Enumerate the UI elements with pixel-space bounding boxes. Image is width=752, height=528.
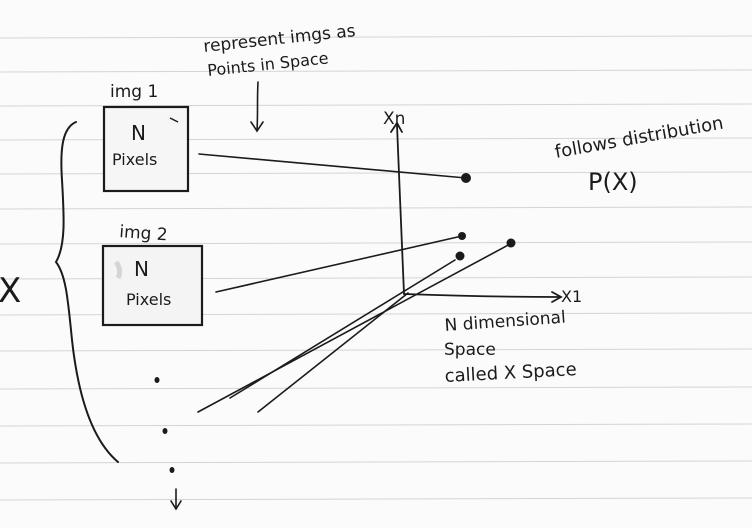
distribution-text: follows distribution (553, 113, 725, 163)
curly-brace (54, 121, 119, 463)
vertical-axis (390, 121, 405, 295)
image-1-n: N (131, 121, 146, 145)
point-img2 (458, 232, 466, 240)
horizontal-axis-label: X1 (561, 287, 582, 306)
space-points (455, 173, 516, 261)
space-text-line-1: N dimensional (444, 308, 566, 336)
down-arrow (170, 488, 182, 511)
img2-to-point-line (215, 235, 463, 293)
continuation-dots (154, 377, 175, 473)
distribution-symbol: P(X) (588, 168, 638, 196)
annotation-arrow (250, 81, 264, 133)
mapping-lines (197, 153, 513, 413)
img1-to-point-line (198, 153, 467, 179)
ray-2 (229, 259, 456, 399)
space-text-line-3: called X Space (444, 359, 577, 387)
image-1-pixels: Pixels (112, 150, 157, 169)
image-1-label: img 1 (110, 82, 158, 102)
point-4 (506, 238, 516, 248)
ray-1 (197, 242, 513, 413)
image-1-box: N Pixels (102, 105, 190, 193)
set-symbol-x: X (0, 271, 21, 311)
image-2-label: img 2 (119, 222, 169, 245)
point-3 (455, 251, 465, 261)
point-img1 (461, 173, 471, 183)
space-text-line-2: Space (444, 340, 496, 360)
image-2-pixels: Pixels (126, 290, 171, 309)
image-2-box: N Pixels (101, 244, 204, 327)
image-2-n: N (134, 257, 149, 281)
horizontal-axis (403, 291, 563, 303)
ruled-lines (0, 35, 752, 501)
vertical-axis-label: Xn (383, 109, 405, 129)
ray-3 (257, 292, 409, 413)
annotation-line-1: represent imgs as (202, 21, 356, 57)
